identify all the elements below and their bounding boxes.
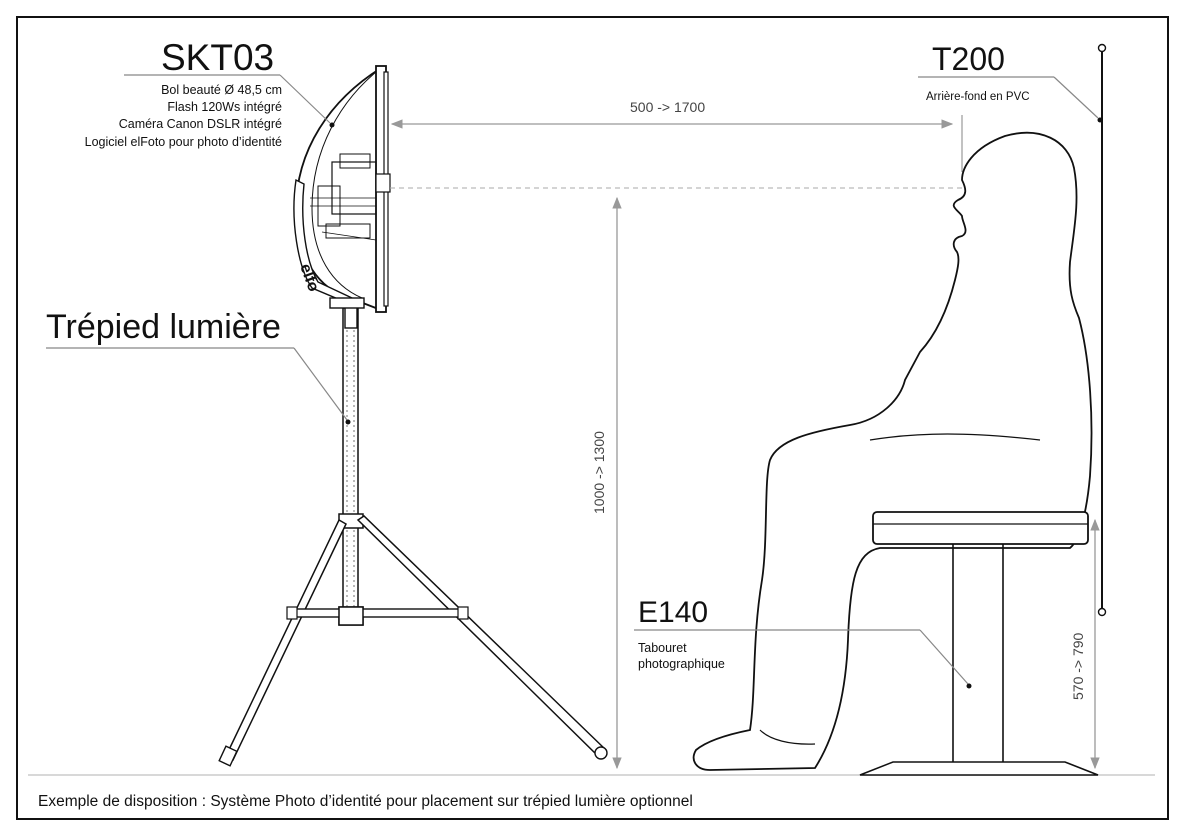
stool-drawing xyxy=(859,511,1099,776)
tripod-drawing xyxy=(218,305,608,767)
skt03-device-drawing: elfo xyxy=(293,65,391,313)
e140-desc-line2: photographique xyxy=(638,657,725,671)
t200-title: T200 xyxy=(932,41,1005,77)
e140-desc-line1: Tabouret xyxy=(638,641,687,655)
seated-person-outline xyxy=(692,131,1093,771)
skt03-feature-3: Caméra Canon DSLR intégré xyxy=(119,117,282,131)
e140-leader-line xyxy=(919,629,969,685)
e140-title: E140 xyxy=(638,596,708,629)
skt03-title: SKT03 xyxy=(161,37,274,78)
tripod-title: Trépied lumière xyxy=(46,308,281,346)
diagram-frame xyxy=(16,16,1169,820)
diagram-caption: Exemple de disposition : Système Photo d… xyxy=(38,793,693,810)
t200-desc: Arrière-fond en PVC xyxy=(926,91,1030,103)
skt03-feature-4: Logiciel elFoto pour photo d’identité xyxy=(85,135,282,149)
t200-leader-line xyxy=(1053,76,1099,119)
skt03-feature-1: Bol beauté Ø 48,5 cm xyxy=(161,83,282,97)
skt03-feature-2: Flash 120Ws intégré xyxy=(167,100,282,114)
skt03-leader-line xyxy=(279,74,331,124)
distance-dimension-label: 500 -> 1700 xyxy=(630,99,705,115)
tripod-leader-line xyxy=(293,347,348,421)
stool-height-dimension-label: 570 -> 790 xyxy=(1070,632,1086,700)
height-dimension-label: 1000 -> 1300 xyxy=(591,431,607,514)
